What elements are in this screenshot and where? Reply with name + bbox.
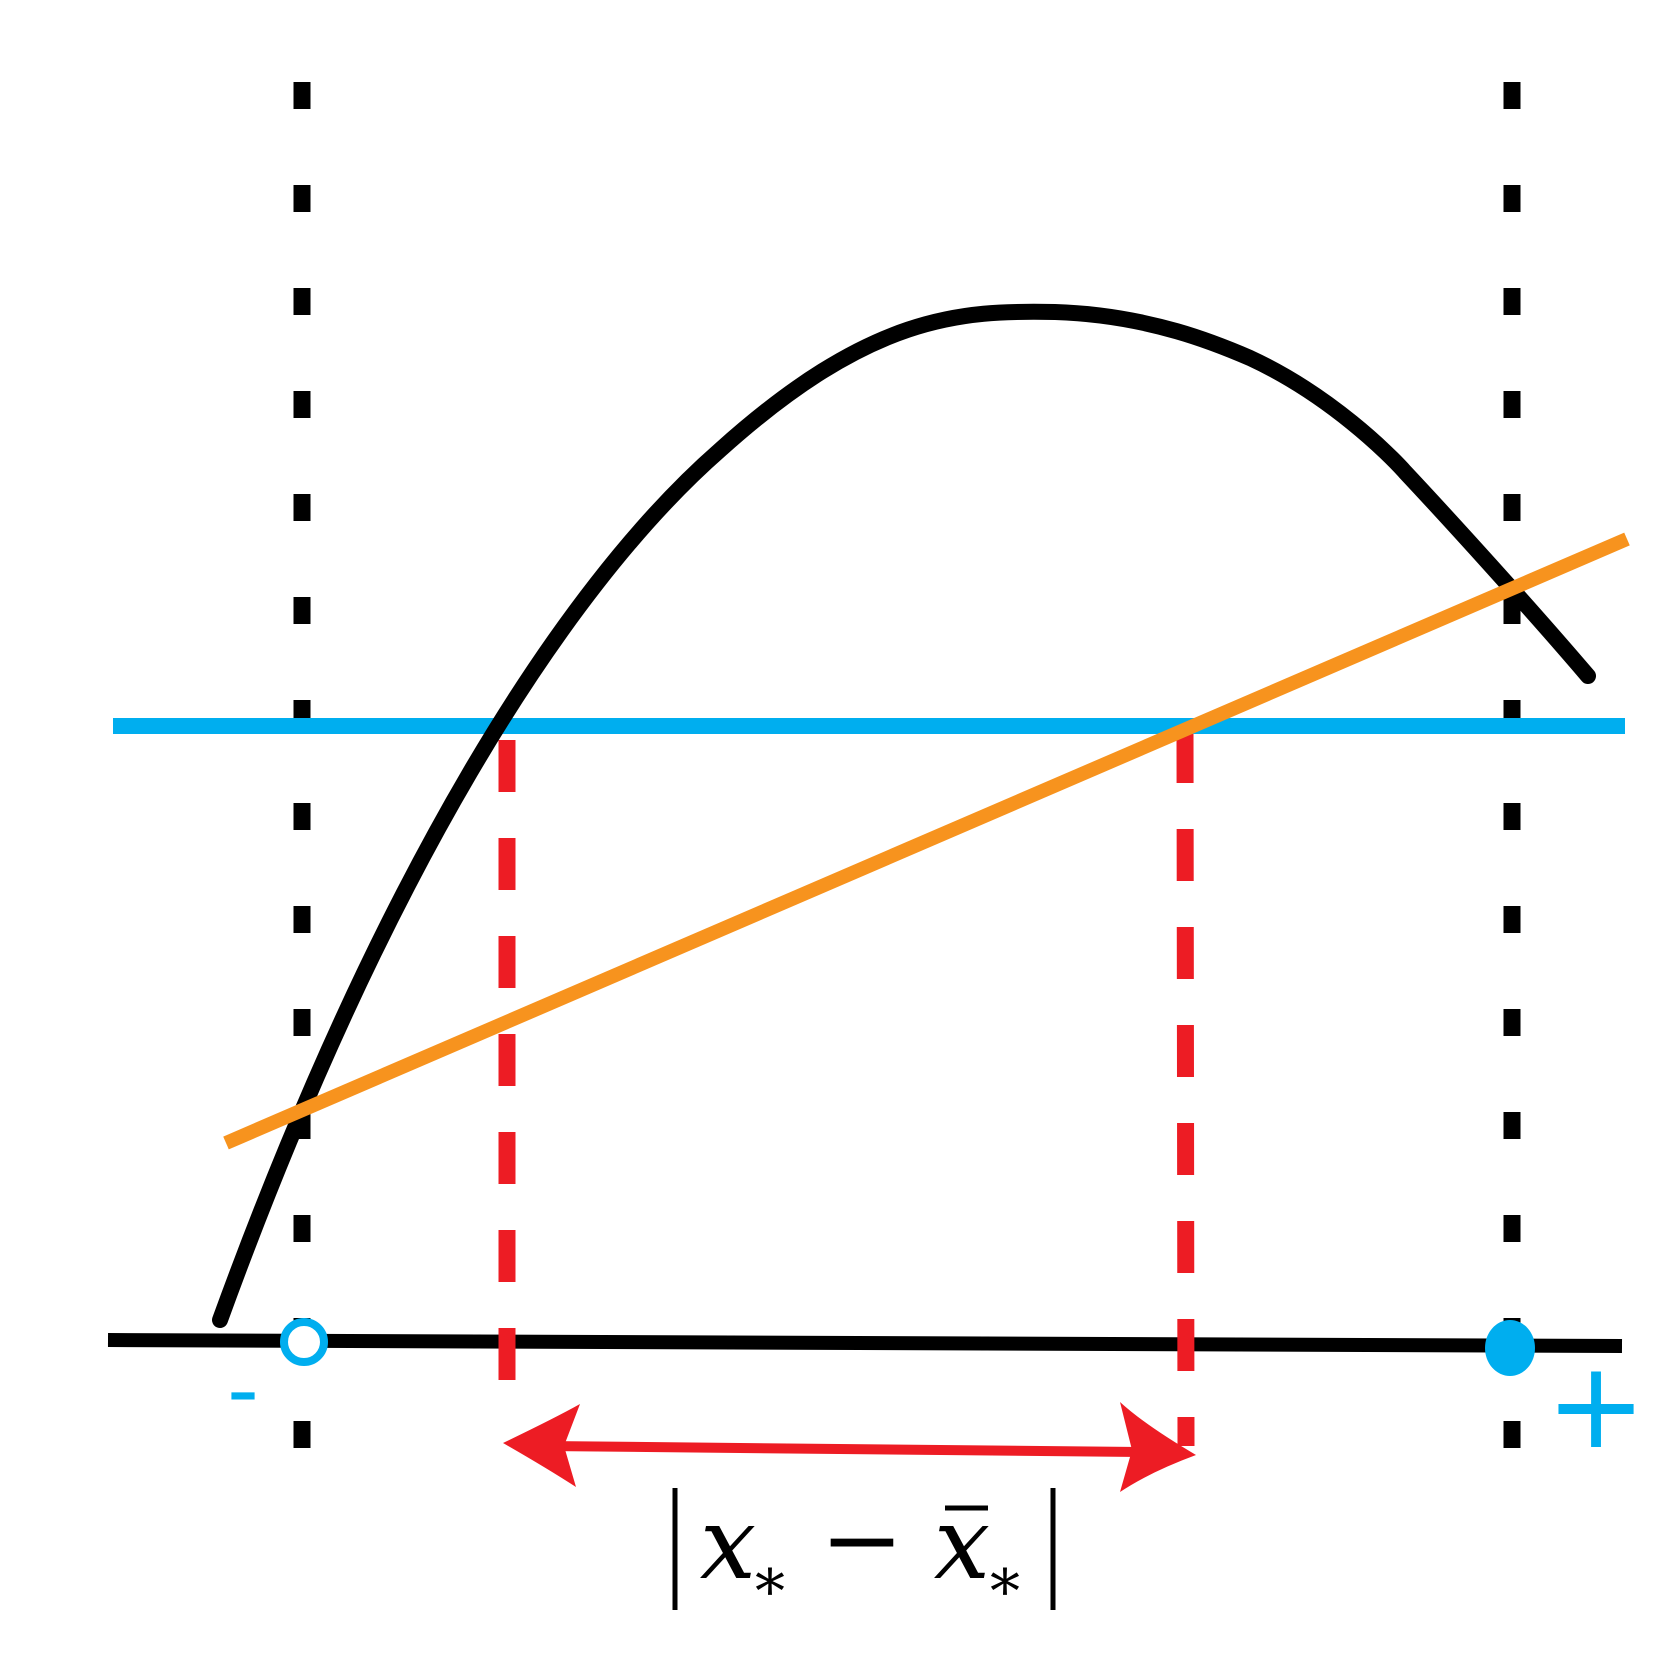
sloped-line bbox=[223, 532, 1630, 1150]
formula-x: x bbox=[700, 1485, 756, 1602]
double-headed-arrow-icon bbox=[503, 1402, 1196, 1492]
open-circle-marker-icon bbox=[280, 1318, 328, 1366]
minus-sign-label: - bbox=[227, 1338, 259, 1441]
formula-star-1: ∗ bbox=[750, 1545, 791, 1615]
formula-xbar: x bbox=[934, 1485, 990, 1602]
concave-curve bbox=[212, 303, 1596, 1328]
formula-minus: − bbox=[820, 1481, 904, 1598]
distance-formula: x ∗ − x ∗ bbox=[672, 1481, 1056, 1615]
formula-star-2: ∗ bbox=[985, 1545, 1026, 1615]
filled-circle-marker-icon bbox=[1485, 1320, 1535, 1376]
plus-sign-label: + bbox=[1546, 1337, 1647, 1476]
right-solution-dashed-line bbox=[1176, 730, 1195, 1447]
horizontal-axis bbox=[107, 1333, 1623, 1353]
